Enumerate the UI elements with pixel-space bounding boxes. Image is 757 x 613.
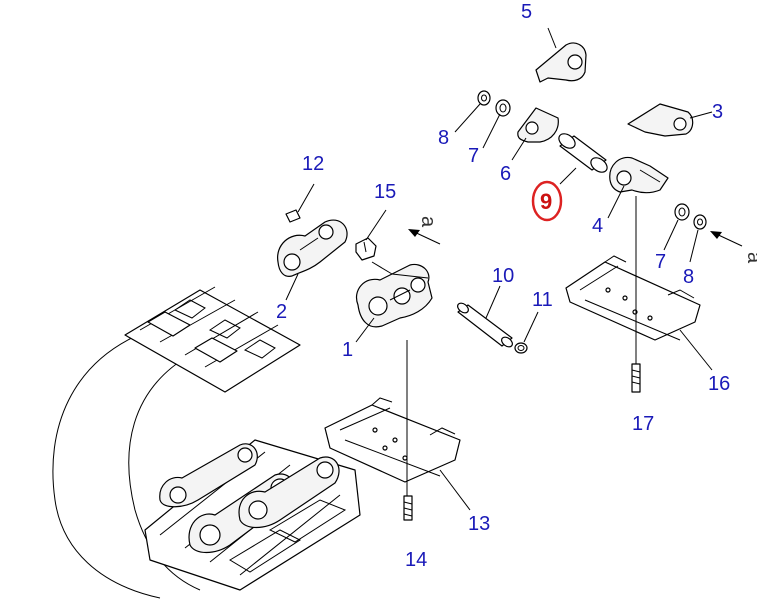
callout-10: 10 xyxy=(492,265,514,287)
callout-4: 4 xyxy=(592,215,603,237)
track-assembly xyxy=(52,286,361,599)
part-17-bolt xyxy=(631,363,641,393)
part-7-washer-upper xyxy=(495,99,511,117)
part-15-bushing xyxy=(355,237,377,261)
part-8-nut-lower xyxy=(693,214,707,230)
part-2-link xyxy=(277,219,348,277)
part-5-link xyxy=(535,42,587,83)
callout-17: 17 xyxy=(632,413,654,435)
callout-8-lower: 8 xyxy=(683,266,694,288)
callout-7-upper: 7 xyxy=(468,145,479,167)
part-16-shoe xyxy=(565,255,701,341)
callout-2: 2 xyxy=(276,301,287,323)
callout-3: 3 xyxy=(712,101,723,123)
part-11-plug xyxy=(514,342,528,354)
part-8-nut-upper xyxy=(477,90,491,106)
part-14-bolt xyxy=(403,495,413,521)
view-arrow-left xyxy=(408,229,441,245)
part-6-link xyxy=(517,107,559,143)
callout-11: 11 xyxy=(532,289,553,311)
view-marker-a-left: a xyxy=(417,216,439,228)
callout-12: 12 xyxy=(302,153,324,175)
track-loop-outline xyxy=(52,329,161,599)
callout-5: 5 xyxy=(521,1,532,23)
part-3-link xyxy=(627,103,694,137)
view-marker-a-right: a xyxy=(743,252,757,264)
view-arrow-right xyxy=(710,231,743,247)
callout-16: 16 xyxy=(708,373,730,395)
callout-8-upper: 8 xyxy=(438,127,449,149)
part-7-washer-lower xyxy=(674,203,690,221)
callout-7-lower: 7 xyxy=(655,251,666,273)
callout-1: 1 xyxy=(342,339,353,361)
callout-15: 15 xyxy=(374,181,396,203)
part-9-bushing xyxy=(558,133,608,173)
callout-6: 6 xyxy=(500,163,511,185)
callout-9-highlighted[interactable]: 9 xyxy=(540,189,552,214)
callout-13: 13 xyxy=(468,513,490,535)
part-10-pin xyxy=(457,302,513,348)
part-12-bolt xyxy=(285,209,301,223)
callout-14: 14 xyxy=(405,549,427,571)
part-4-link xyxy=(609,156,669,194)
part-1-master-link xyxy=(356,263,433,328)
track-loop-inner xyxy=(128,354,201,591)
part-13-shoe xyxy=(324,397,461,483)
highlight-ring xyxy=(531,180,563,222)
